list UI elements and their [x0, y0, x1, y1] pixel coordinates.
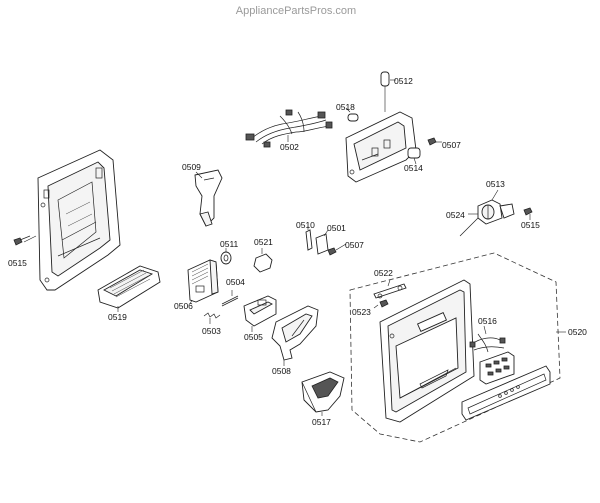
label-0506: 0506	[174, 301, 193, 311]
switch-bracket-illustration	[459, 189, 533, 237]
display-bezel-illustration	[461, 365, 551, 421]
front-panel-assembly-outline	[349, 252, 561, 443]
label-0502: 0502	[280, 142, 299, 152]
label-0517: 0517	[312, 417, 331, 427]
solenoid-assembly-illustration	[187, 248, 273, 324]
label-0518: 0518	[336, 102, 355, 112]
actuator-lever-illustration	[194, 169, 223, 227]
dispenser-housing-illustration	[37, 149, 121, 291]
label-0507-top: 0507	[442, 140, 461, 150]
front-panel-illustration	[379, 279, 475, 423]
label-0501: 0501	[327, 223, 346, 233]
ice-chute-illustration	[301, 371, 345, 416]
label-0523: 0523	[352, 307, 371, 317]
control-board-illustration	[469, 325, 515, 385]
drip-tray-illustration	[97, 265, 161, 312]
label-0521: 0521	[254, 237, 273, 247]
light-bar-illustration	[373, 279, 407, 309]
label-0513: 0513	[486, 179, 505, 189]
flap-bracket-illustration	[243, 295, 277, 332]
label-0516: 0516	[478, 316, 497, 326]
label-0524: 0524	[446, 210, 465, 220]
label-0519: 0519	[108, 312, 127, 322]
label-0520: 0520	[568, 327, 587, 337]
label-0510: 0510	[296, 220, 315, 230]
label-0512: 0512	[394, 76, 413, 86]
control-bracket-illustration	[345, 71, 442, 183]
dispenser-cradle-illustration	[271, 305, 319, 366]
screw-0515-illustration	[13, 235, 37, 246]
label-0504: 0504	[226, 277, 245, 287]
label-0514: 0514	[404, 163, 423, 173]
label-0522: 0522	[374, 268, 393, 278]
switch-parts-illustration	[305, 226, 347, 256]
label-0509: 0509	[182, 162, 201, 172]
label-0507-mid: 0507	[345, 240, 364, 250]
label-0511: 0511	[220, 239, 239, 249]
label-0508: 0508	[272, 366, 291, 376]
label-0515-left: 0515	[8, 258, 27, 268]
label-0503: 0503	[202, 326, 221, 336]
label-0515-right: 0515	[521, 220, 540, 230]
watermark: AppliancePartsPros.com	[236, 5, 356, 17]
wire-harness-illustration	[245, 109, 333, 148]
label-0505: 0505	[244, 332, 263, 342]
